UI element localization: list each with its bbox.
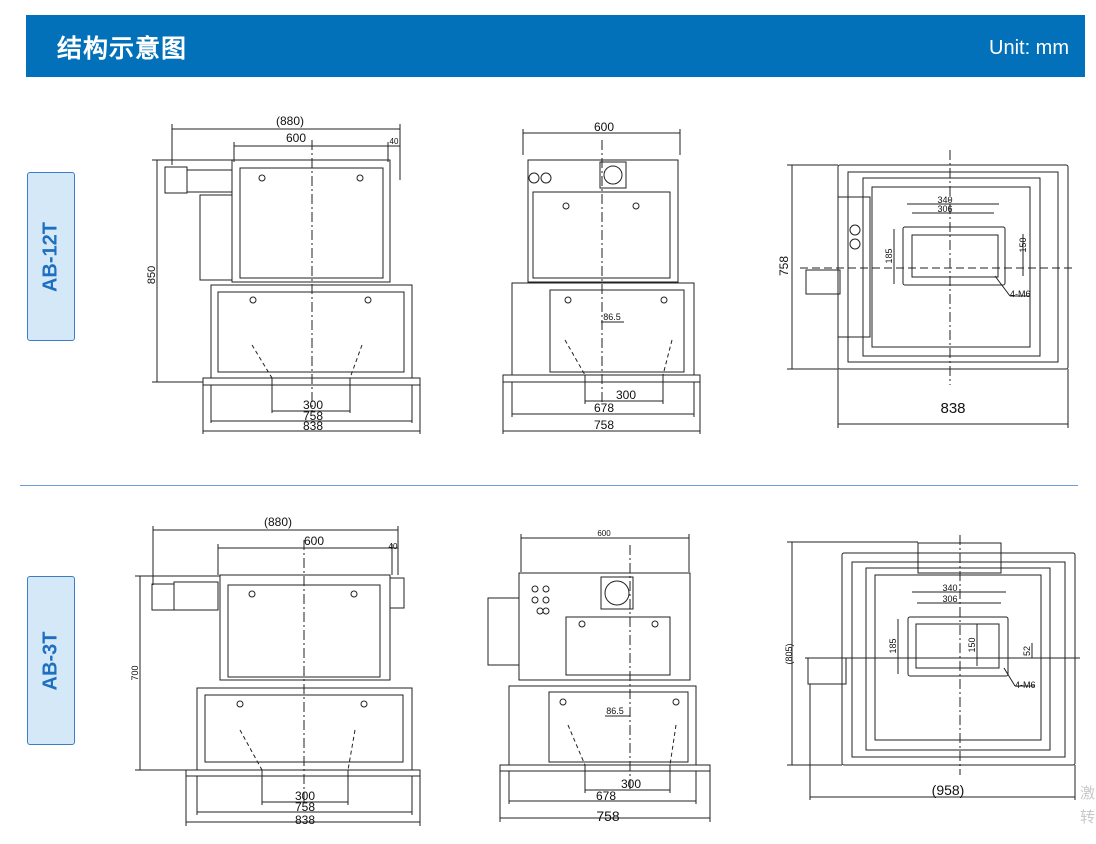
- dim-height: 700: [130, 665, 140, 680]
- dim-overall-width: (880): [264, 515, 292, 529]
- dim-center: 300: [303, 398, 323, 412]
- dim-offset: 86.5: [603, 312, 621, 322]
- unit-label: Unit: mm: [989, 37, 1069, 59]
- dim-opening-height: 150: [967, 637, 977, 652]
- dim-inner: 678: [596, 789, 616, 803]
- ab3t-front-view: (880) 600 40 700 300 758 838: [130, 515, 421, 827]
- ab12t-side-view: 600 86.5 300 678 758: [502, 120, 701, 434]
- dim-depth: 758: [777, 256, 791, 276]
- dim-width: 600: [594, 120, 614, 134]
- dim-base: 758: [594, 418, 614, 432]
- dim-holes: 4-M6: [1015, 680, 1036, 690]
- dim-height: 850: [146, 266, 158, 284]
- dim-flange-height: 185: [888, 638, 898, 653]
- dim-flange-outer: 340: [937, 195, 952, 205]
- dim-flange-outer: 340: [942, 583, 957, 593]
- dim-holes: 4-M6: [1010, 289, 1031, 299]
- dim-base: 838: [295, 813, 315, 827]
- dim-base: 838: [303, 419, 323, 433]
- dim-flange-height: 185: [884, 248, 894, 263]
- ab12t-front-view: (880) 600 40 850 300 758 838: [146, 114, 421, 434]
- dim-width: 838: [940, 400, 965, 417]
- dim-overall-width: (880): [276, 114, 304, 128]
- dim-depth: (805): [784, 643, 794, 664]
- dim-width: 600: [304, 534, 324, 548]
- model-label-ab-3t: AB-3T: [27, 576, 75, 745]
- dim-center: 300: [295, 789, 315, 803]
- section-title: 结构示意图: [57, 34, 188, 63]
- dim-center: 300: [621, 777, 641, 791]
- dim-width: 600: [597, 529, 611, 538]
- ab3t-top-view: (805) (958) 340 306 185 150 52 4-M6: [784, 535, 1080, 800]
- dim-inner: 678: [594, 401, 614, 415]
- ab3t-side-view: 600 86.5 300 678 758: [487, 529, 711, 824]
- section-header: 结构示意图 Unit: mm: [26, 15, 1085, 77]
- dim-center-offset: 52: [1022, 646, 1032, 656]
- dim-base: 758: [596, 808, 620, 824]
- dim-offset: 40: [390, 137, 399, 146]
- dim-offset: 86.5: [606, 706, 624, 716]
- watermark-text: 激: [1080, 784, 1096, 802]
- dim-offset: 40: [389, 542, 398, 551]
- dim-width: (958): [932, 782, 965, 798]
- dim-width: 600: [286, 131, 306, 145]
- dim-flange-inner: 306: [942, 594, 957, 604]
- dim-inner: 758: [295, 800, 315, 814]
- dim-center: 300: [616, 388, 636, 402]
- ab12t-top-view: 758 838 340 306 185 150 4-M6: [777, 150, 1075, 428]
- watermark-text: 转: [1080, 808, 1096, 826]
- dim-inner: 758: [303, 409, 323, 423]
- model-label-ab-12t: AB-12T: [27, 172, 75, 341]
- section-divider: [20, 485, 1078, 486]
- dim-flange-inner: 306: [937, 204, 952, 214]
- dim-opening-height: 150: [1018, 237, 1028, 252]
